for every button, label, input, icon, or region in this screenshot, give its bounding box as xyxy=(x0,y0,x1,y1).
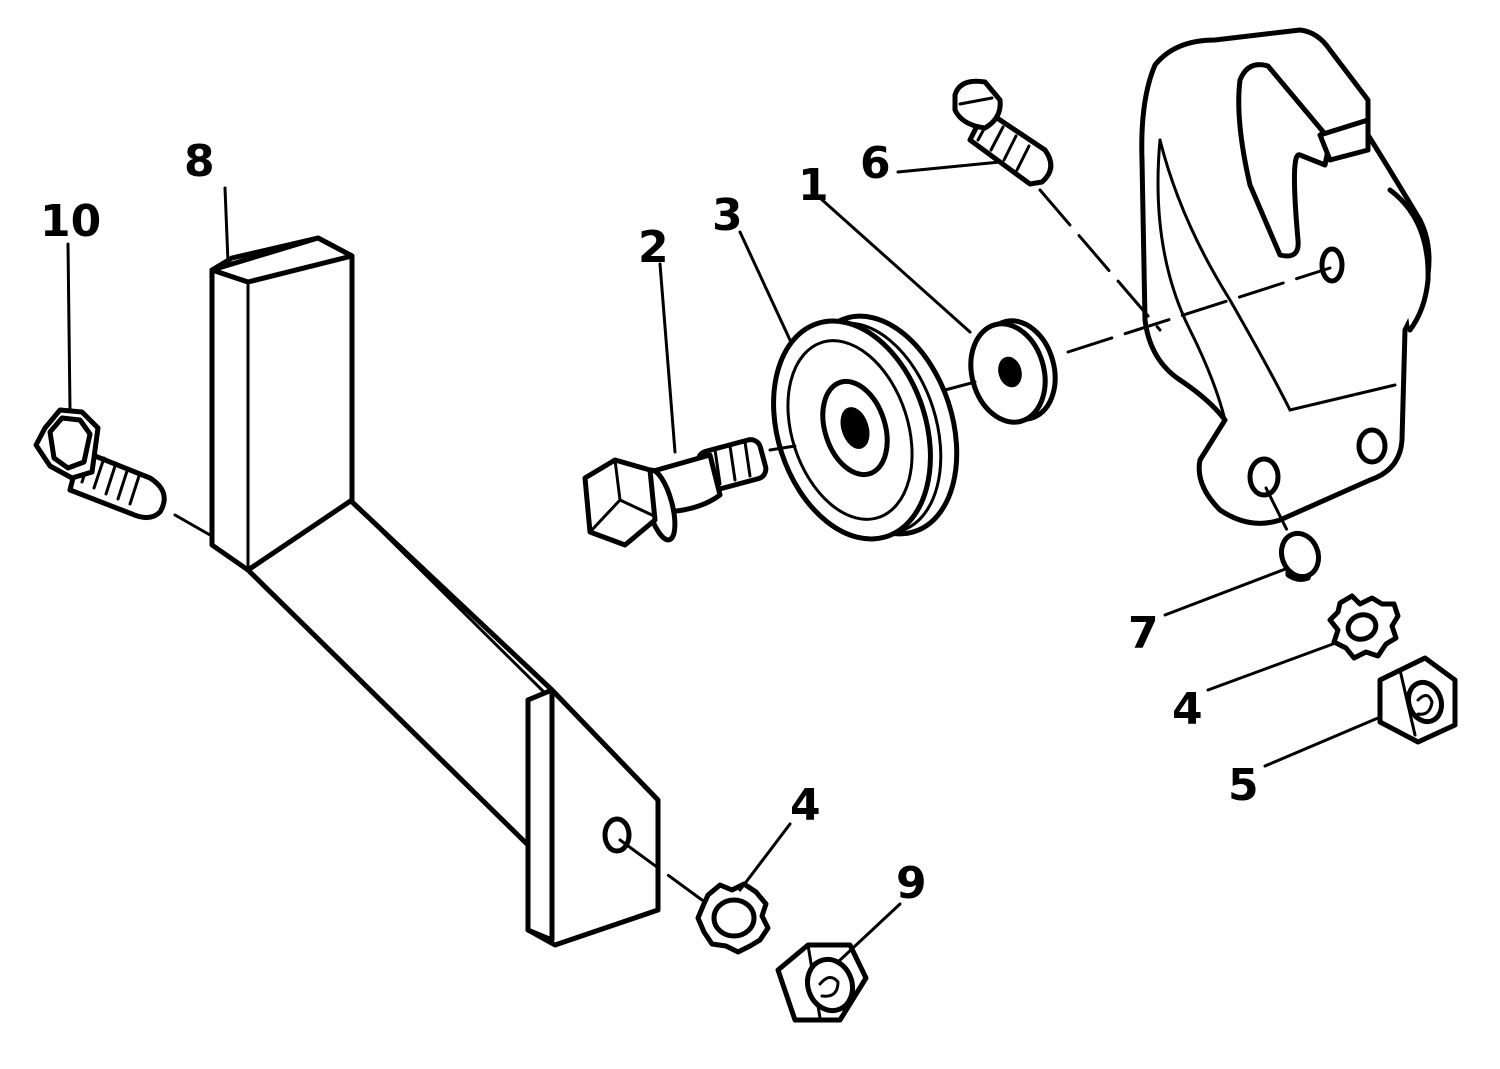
lock-washer-icon xyxy=(695,881,771,955)
assembly-axes xyxy=(173,188,1332,902)
callout-9: 9 xyxy=(896,858,927,909)
callout-7: 7 xyxy=(1128,608,1159,659)
callout-3: 3 xyxy=(712,190,743,241)
hex-nut-icon xyxy=(775,942,869,1023)
leader-lines xyxy=(66,160,1380,964)
flat-washer-icon xyxy=(968,318,1058,425)
mounting-bracket-icon xyxy=(1139,27,1432,526)
callout-8: 8 xyxy=(184,136,215,187)
lock-washer-icon xyxy=(1327,593,1401,661)
pulley-icon xyxy=(771,313,960,542)
callout-4-lower: 4 xyxy=(790,780,821,831)
callout-1: 1 xyxy=(798,160,829,211)
hex-nut-icon xyxy=(1377,655,1458,745)
spacer-icon xyxy=(1278,530,1322,582)
shoulder-bolt-icon xyxy=(582,437,769,548)
callout-4-right: 4 xyxy=(1172,684,1203,735)
bracket-arm-icon xyxy=(209,235,661,948)
bolt-icon xyxy=(33,407,167,520)
callout-2: 2 xyxy=(638,222,669,273)
callout-5: 5 xyxy=(1228,760,1259,811)
callout-10: 10 xyxy=(40,196,101,247)
screw-icon xyxy=(952,78,1054,187)
callout-6: 6 xyxy=(860,138,891,189)
callout-labels: 1 2 3 6 8 10 7 4 5 4 9 xyxy=(40,136,1259,909)
